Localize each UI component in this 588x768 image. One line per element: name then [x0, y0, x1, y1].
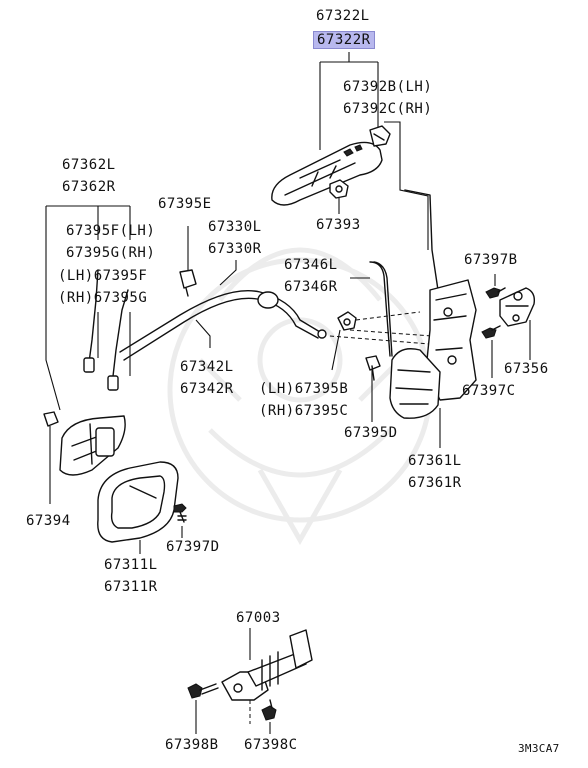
- label-67397B: 67397B: [464, 252, 518, 268]
- striker-67356[interactable]: [499, 287, 536, 327]
- outside-handle[interactable]: [271, 141, 383, 206]
- door-latch[interactable]: [389, 279, 477, 419]
- inside-lever[interactable]: [59, 415, 126, 476]
- label-LH-67395F: (LH)67395F: [58, 268, 148, 284]
- label-67342L: 67342L: [180, 359, 234, 375]
- label-67362L: 67362L: [62, 157, 116, 173]
- label-67398B: 67398B: [165, 737, 219, 753]
- screw-67397C[interactable]: [481, 325, 501, 339]
- label-LH-67395B: (LH)67395B: [259, 381, 349, 397]
- label-67395D: 67395D: [344, 425, 398, 441]
- label-67003: 67003: [236, 610, 281, 626]
- label-67395G-RH: 67395G(RH): [66, 245, 156, 261]
- label-67322R-highlighted[interactable]: 67322R: [313, 31, 375, 49]
- inside-handle[interactable]: [97, 461, 179, 543]
- screw-67397B[interactable]: [485, 287, 506, 299]
- screw-67397D[interactable]: [173, 503, 187, 523]
- nut-67393[interactable]: [329, 179, 349, 199]
- label-67392B: 67392B(LH): [343, 79, 433, 95]
- label-67395E: 67395E: [158, 196, 212, 212]
- label-67346L: 67346L: [284, 257, 338, 273]
- label-RH-67395C: (RH)67395C: [259, 403, 349, 419]
- label-67361R: 67361R: [408, 475, 462, 491]
- label-67398C: 67398C: [244, 737, 298, 753]
- label-67330L: 67330L: [208, 219, 262, 235]
- label-67392C: 67392C(RH): [343, 101, 433, 117]
- label-67397C: 67397C: [462, 383, 516, 399]
- remote-cable[interactable]: [119, 289, 327, 361]
- label-67346R: 67346R: [284, 279, 338, 295]
- label-67311L: 67311L: [104, 557, 158, 573]
- label-67322L: 67322L: [316, 8, 370, 24]
- label-67394: 67394: [26, 513, 71, 529]
- clip-67395B[interactable]: [337, 311, 357, 331]
- label-RH-67395G: (RH)67395G: [58, 290, 148, 306]
- screw-67398C[interactable]: [261, 699, 277, 721]
- label-67393: 67393: [316, 217, 361, 233]
- door-check[interactable]: [221, 629, 313, 701]
- clip-67395D[interactable]: [365, 355, 381, 381]
- label-67342R: 67342R: [180, 381, 234, 397]
- clip-67394[interactable]: [43, 411, 59, 427]
- diagram-code: 3M3CA7: [518, 742, 560, 755]
- label-67362R: 67362R: [62, 179, 116, 195]
- bolt-67398B[interactable]: [187, 683, 219, 699]
- label-67330R: 67330R: [208, 241, 262, 257]
- rod-clip-left[interactable]: [83, 357, 119, 391]
- handle-clip[interactable]: [369, 125, 391, 147]
- label-67356: 67356: [504, 361, 549, 377]
- label-67395F-LH: 67395F(LH): [66, 223, 156, 239]
- label-67397D: 67397D: [166, 539, 220, 555]
- label-67361L: 67361L: [408, 453, 462, 469]
- rod-67346[interactable]: [369, 261, 393, 357]
- clip-67395E[interactable]: [179, 269, 197, 297]
- label-67311R: 67311R: [104, 579, 158, 595]
